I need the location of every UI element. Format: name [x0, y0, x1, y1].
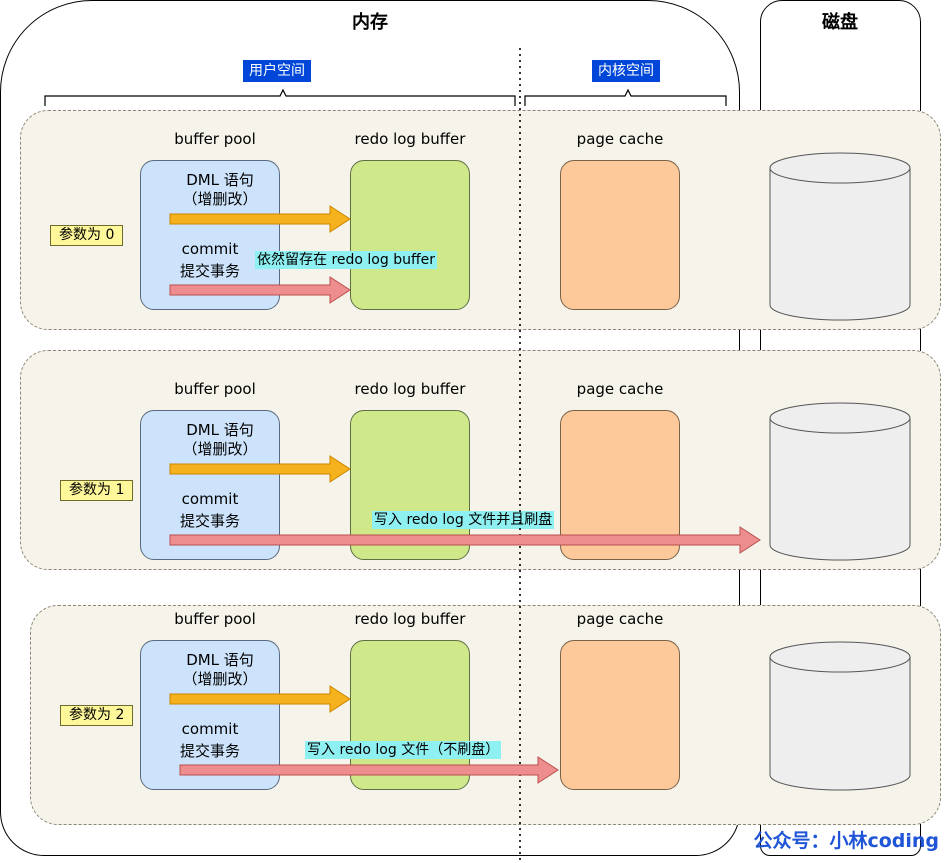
disk-cylinder-icon: [769, 152, 911, 321]
buffer-pool-label: buffer pool: [174, 130, 256, 148]
page-cache-box: [560, 160, 680, 310]
dml-label: DML 语句: [186, 171, 254, 189]
commit-sub-label: 提交事务: [179, 512, 240, 530]
dml-arrow: [169, 205, 351, 233]
commit-sub-label: 提交事务: [179, 742, 240, 760]
dml-arrow: [169, 685, 351, 713]
page-cache-label: page cache: [576, 380, 664, 398]
disk-cylinder-icon: [769, 641, 911, 791]
dml-label: DML 语句: [186, 651, 254, 669]
commit-label: commit: [181, 240, 239, 258]
commit-arrow: [169, 276, 351, 304]
page-cache-box: [560, 640, 680, 790]
flow-label: 写入 redo log 文件（不刷盘）: [305, 741, 502, 759]
dml-sub-label: （增删改）: [182, 190, 258, 208]
commit-label: commit: [181, 720, 239, 738]
redo-log-buffer-label: redo log buffer: [354, 380, 466, 398]
commit-sub-label: 提交事务: [179, 262, 240, 280]
disk-title: 磁盘: [822, 12, 858, 33]
dml-arrow: [169, 455, 351, 483]
user-space-tag: 用户空间: [243, 60, 311, 82]
memory-title: 内存: [352, 12, 388, 33]
redo-log-buffer-box: [350, 160, 470, 310]
redo-log-buffer-label: redo log buffer: [354, 130, 466, 148]
kernel-space-brace: [524, 88, 727, 106]
commit-arrow: [179, 756, 559, 784]
commit-label: commit: [181, 490, 239, 508]
dml-sub-label: （增删改）: [182, 440, 258, 458]
user-space-brace: [44, 88, 516, 106]
dml-sub-label: （增删改）: [182, 670, 258, 688]
page-cache-label: page cache: [576, 610, 664, 628]
redo-log-buffer-label: redo log buffer: [354, 610, 466, 628]
flow-label: 依然留存在 redo log buffer: [255, 251, 437, 269]
watermark: 公众号：小林coding: [753, 830, 939, 852]
flow-label: 写入 redo log 文件并且刷盘: [372, 511, 555, 529]
page-cache-label: page cache: [576, 130, 664, 148]
kernel-space-tag: 内核空间: [592, 60, 660, 82]
disk-cylinder-icon: [769, 402, 911, 561]
param-label: 参数为 1: [60, 480, 134, 501]
param-label: 参数为 0: [50, 225, 124, 246]
param-label: 参数为 2: [60, 705, 134, 726]
buffer-pool-label: buffer pool: [174, 380, 256, 398]
buffer-pool-label: buffer pool: [174, 610, 256, 628]
commit-arrow: [169, 526, 761, 554]
dml-label: DML 语句: [186, 421, 254, 439]
